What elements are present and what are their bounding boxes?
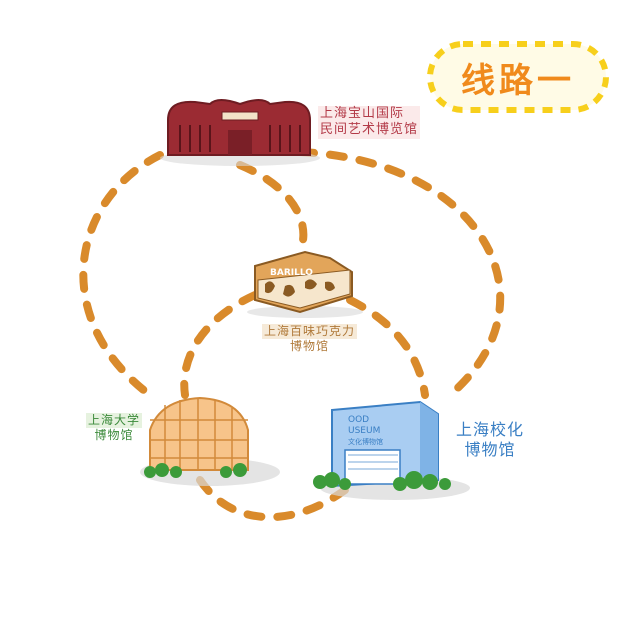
jiaohua-museum-sign-line2: USEUM [348, 426, 380, 436]
shu-museum-label: 上海大学 博物馆 [86, 413, 143, 443]
route-arc-center-top [236, 161, 308, 254]
jiaohua-museum-building: OOD USEUM 文化博物馆 [313, 400, 470, 500]
shu-museum-building [140, 396, 280, 486]
route-title: 线路一 [461, 60, 575, 101]
baoshan-museum-building [160, 99, 320, 166]
shu-museum-label-line2: 博物馆 [94, 428, 134, 442]
jiaohua-museum-sign-line1: OOD [348, 415, 369, 425]
baoshan-museum-label-line2: 民间艺术博览馆 [318, 122, 421, 139]
chocolate-museum-label: 上海百味巧克力 博物馆 [262, 324, 358, 354]
route-arc-inner-right [346, 296, 429, 399]
shu-museum-label-line1: 上海大学 [86, 413, 143, 428]
chocolate-museum-label-line1: 上海百味巧克力 [262, 324, 358, 339]
chocolate-museum-sign: BARILLO [270, 268, 313, 278]
chocolate-museum-label-line2: 博物馆 [290, 339, 330, 353]
jiaohua-museum-label-line1: 上海校化 [456, 420, 525, 439]
jiaohua-museum-sign-line3: 文化博物馆 [348, 437, 383, 446]
route-arc-bottom [196, 476, 349, 522]
route-arc-inner-left [180, 291, 259, 399]
route-arc-right [296, 148, 505, 399]
route-title-border [427, 41, 609, 113]
route-arc-left [79, 151, 164, 399]
jiaohua-museum-label: 上海校化 博物馆 [456, 420, 524, 460]
baoshan-museum-label: 上海宝山国际 民间艺术博览馆 [318, 106, 421, 139]
chocolate-museum-building: BARILLO [247, 250, 363, 318]
jiaohua-museum-label-line2: 博物馆 [464, 440, 516, 459]
baoshan-museum-label-line1: 上海宝山国际 [318, 106, 421, 123]
